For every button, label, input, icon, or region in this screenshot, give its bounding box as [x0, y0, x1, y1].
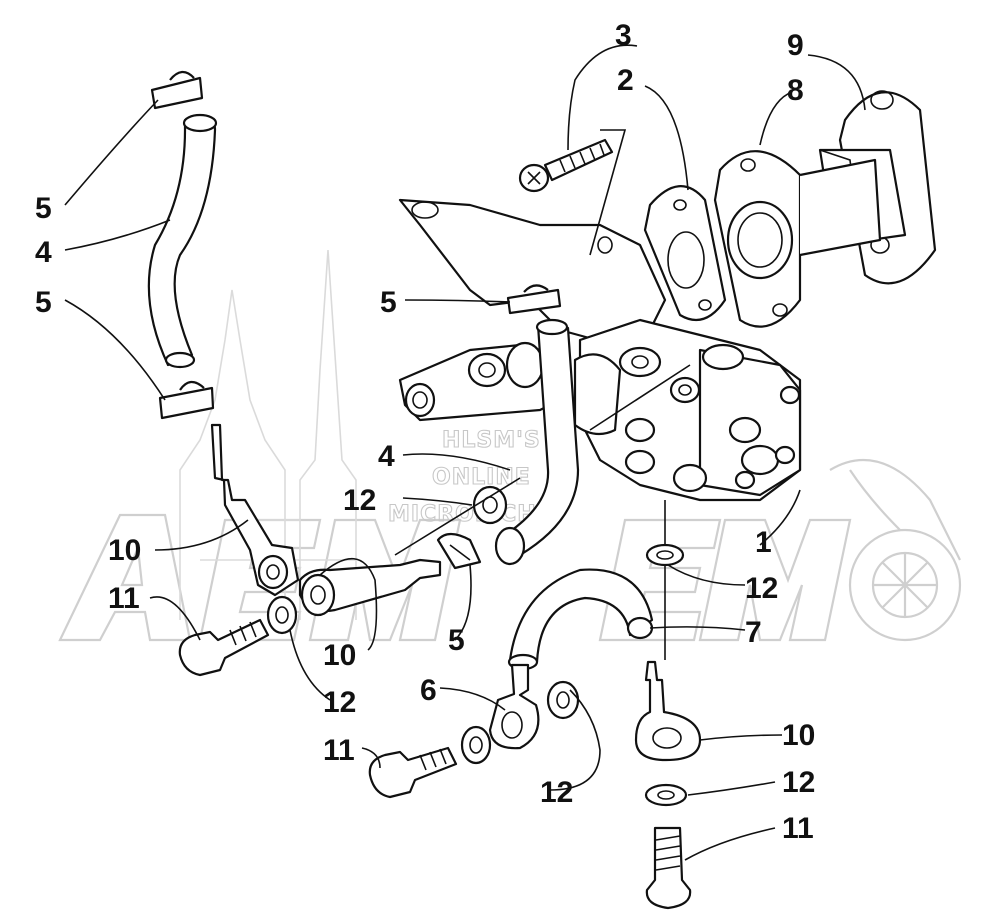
leader-lines: [64, 44, 866, 861]
part-12-washer-d: [460, 725, 492, 765]
part-1-oil-pump: [398, 318, 802, 502]
callout-1: 1: [755, 526, 772, 559]
part-bracket: [398, 198, 667, 347]
callout-12-a: 12: [343, 484, 376, 517]
part-11-bolt-b: [368, 746, 458, 799]
callout-12-e: 12: [540, 776, 573, 809]
callout-9: 9: [787, 29, 804, 62]
callout-10-c: 10: [782, 719, 815, 752]
watermark-line1: HLSM'S: [442, 428, 541, 453]
part-12-washer-e: [546, 680, 580, 720]
part-11-bolt-a: [178, 618, 270, 677]
callout-11-a: 11: [108, 582, 140, 615]
callout-7: 7: [745, 616, 762, 649]
part-11-bolt-c: [645, 826, 692, 910]
callout-8: 8: [787, 74, 804, 107]
callout-3: 3: [615, 19, 632, 52]
part-5-clamp-d: [436, 532, 482, 570]
callout-12-c: 12: [323, 686, 356, 719]
callout-10-a: 10: [108, 534, 141, 567]
part-8-flange: [713, 148, 907, 328]
callout-5-d: 5: [448, 624, 465, 657]
part-4-hose-center: [494, 318, 580, 566]
part-10-fitting-c: [634, 660, 702, 762]
part-12-washer-c: [266, 595, 298, 635]
callout-4-a: 4: [35, 236, 52, 269]
part-4-hose-left: [147, 113, 218, 369]
callout-2: 2: [617, 64, 634, 97]
part-5-clamp-c: [506, 284, 562, 315]
part-7-hose: [507, 568, 654, 671]
part-12-washer-b: [645, 543, 685, 567]
callout-5-c: 5: [380, 286, 397, 319]
part-5-clamp-b: [158, 380, 215, 420]
callout-5-a: 5: [35, 192, 52, 225]
part-12-washer-f: [644, 783, 688, 807]
callout-5-b: 5: [35, 286, 52, 319]
watermark-logo: HLSM'S ONLINE MICROFICHE: [58, 249, 962, 642]
callout-12-b: 12: [745, 572, 778, 605]
callout-11-c: 11: [782, 812, 814, 845]
part-6-fitting: [488, 663, 540, 750]
callout-12-d: 12: [782, 766, 815, 799]
part-12-washer-a: [472, 485, 508, 525]
part-3-bolt: [518, 138, 614, 193]
part-10-fitting-b: [298, 558, 442, 617]
watermark-line2: ONLINE: [432, 465, 531, 490]
callout-6: 6: [420, 674, 437, 707]
callout-4-b: 4: [378, 440, 395, 473]
callout-11-b: 11: [323, 734, 355, 767]
callout-labels: 3 2 9 8 5 4 5 5 4 12 1 10 11 12 7 5 10 6…: [35, 19, 815, 845]
part-10-fitting-a: [210, 423, 300, 597]
part-5-clamp-a: [150, 70, 204, 110]
part-2-gasket: [643, 185, 727, 322]
callout-10-b: 10: [323, 639, 356, 672]
